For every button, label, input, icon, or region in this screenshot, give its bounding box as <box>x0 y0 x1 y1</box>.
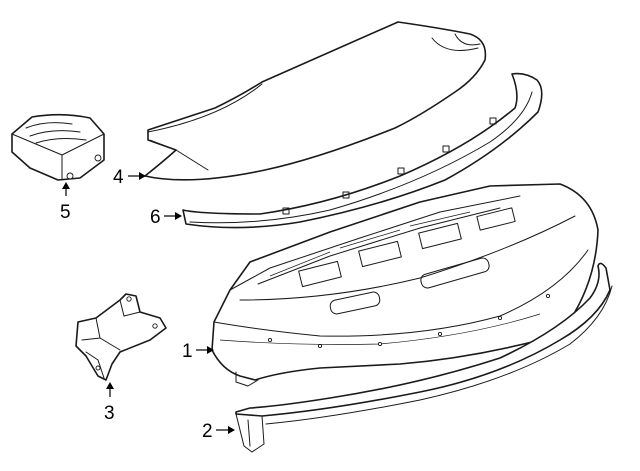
leader-6 <box>164 212 182 220</box>
part-1-tray-assembly <box>211 183 599 387</box>
part-4-cover-panel <box>144 21 487 181</box>
callout-2: 2 <box>202 421 213 442</box>
part-3-bracket <box>75 293 167 381</box>
leader-5 <box>62 182 70 196</box>
leader-3 <box>106 382 114 397</box>
part-5-module <box>11 113 105 181</box>
callout-5: 5 <box>60 202 71 223</box>
callout-6: 6 <box>150 207 161 228</box>
callout-4: 4 <box>113 167 124 188</box>
leader-4 <box>128 172 146 180</box>
callout-3: 3 <box>104 403 115 424</box>
leader-2 <box>216 426 235 434</box>
leader-1 <box>196 346 214 354</box>
callout-1: 1 <box>182 341 193 362</box>
part-2-seal-trim <box>235 262 613 453</box>
part-6-trim-strip <box>182 72 543 229</box>
